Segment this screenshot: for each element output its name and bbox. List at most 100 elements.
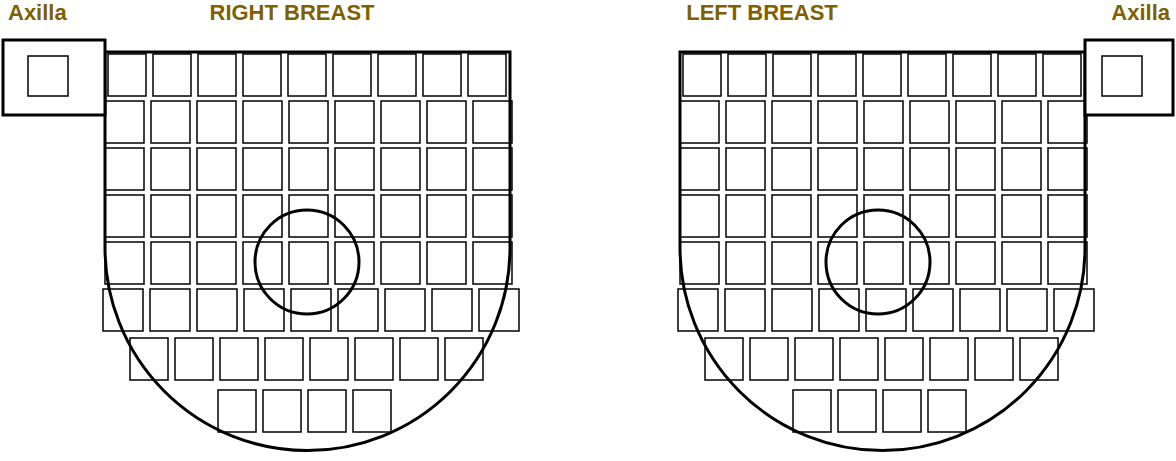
grid-square xyxy=(263,390,301,432)
grid-square xyxy=(726,195,765,237)
grid-square xyxy=(864,195,903,237)
grid-square xyxy=(338,289,378,331)
grid-square xyxy=(308,390,346,432)
grid-square xyxy=(960,289,1000,331)
grid-square xyxy=(818,54,856,96)
grid-square xyxy=(772,242,811,284)
grid-square xyxy=(1002,195,1041,237)
grid-square xyxy=(197,195,236,237)
grid-square xyxy=(151,148,190,190)
grid-square xyxy=(289,148,328,190)
grid-square xyxy=(910,195,949,237)
grid-square xyxy=(1043,54,1081,96)
grid-square xyxy=(427,195,466,237)
grid-square xyxy=(244,289,284,331)
grid-square xyxy=(1002,242,1041,284)
grid-square xyxy=(473,101,512,143)
grid-square xyxy=(381,242,420,284)
grid-square xyxy=(353,390,391,432)
grid-square xyxy=(1002,101,1041,143)
grid-square xyxy=(1102,56,1142,96)
grid-square xyxy=(289,242,328,284)
grid-square xyxy=(750,338,788,380)
grid-square xyxy=(310,338,348,380)
grid-square xyxy=(108,54,146,96)
grid-square xyxy=(105,148,144,190)
grid-square xyxy=(864,148,903,190)
grid-square xyxy=(381,101,420,143)
region-label: RIGHT BREAST xyxy=(210,0,375,26)
grid-square xyxy=(197,289,237,331)
grid-square xyxy=(289,101,328,143)
grid-square xyxy=(680,148,719,190)
grid-square xyxy=(473,148,512,190)
grid-square xyxy=(385,289,425,331)
grid-square xyxy=(818,242,857,284)
grid-square xyxy=(1048,242,1087,284)
grid-square xyxy=(289,195,328,237)
grid-square xyxy=(473,195,512,237)
grid-square xyxy=(1007,289,1047,331)
grid-square xyxy=(975,338,1013,380)
grid-square xyxy=(28,56,68,96)
grid-square xyxy=(378,54,416,96)
axilla-box xyxy=(3,40,105,115)
grid-square xyxy=(335,195,374,237)
grid-square xyxy=(772,289,812,331)
grid-square xyxy=(335,101,374,143)
grid-square xyxy=(105,242,144,284)
grid-square xyxy=(218,390,256,432)
areola-circle xyxy=(255,210,359,314)
grid-square xyxy=(198,54,236,96)
grid-square xyxy=(151,195,190,237)
grid-square xyxy=(1048,195,1087,237)
grid-square xyxy=(772,195,811,237)
grid-square xyxy=(381,195,420,237)
grid-square xyxy=(243,242,282,284)
grid-square xyxy=(840,338,878,380)
grid-square xyxy=(908,54,946,96)
grid-square xyxy=(680,195,719,237)
grid-square xyxy=(930,338,968,380)
grid-square xyxy=(335,148,374,190)
grid-square xyxy=(175,338,213,380)
grid-square xyxy=(243,101,282,143)
grid-square xyxy=(956,101,995,143)
grid-square xyxy=(243,148,282,190)
grid-square xyxy=(683,54,721,96)
grid-square xyxy=(151,242,190,284)
grid-square xyxy=(885,338,923,380)
grid-square xyxy=(956,195,995,237)
grid-square xyxy=(423,54,461,96)
grid-square xyxy=(956,242,995,284)
grid-square xyxy=(910,101,949,143)
grid-square xyxy=(427,242,466,284)
grid-square xyxy=(243,54,281,96)
grid-square xyxy=(795,338,833,380)
breast-outline xyxy=(680,52,1085,451)
grid-square xyxy=(355,338,393,380)
grid-square xyxy=(772,101,811,143)
grid-square xyxy=(956,148,995,190)
region-label: Axilla xyxy=(1111,0,1170,26)
grid-square xyxy=(105,195,144,237)
grid-square xyxy=(910,148,949,190)
grid-square xyxy=(265,338,303,380)
grid-square xyxy=(105,101,144,143)
grid-square xyxy=(883,390,921,432)
grid-square xyxy=(151,101,190,143)
grid-square xyxy=(678,289,718,331)
grid-square xyxy=(863,54,901,96)
grid-square xyxy=(725,289,765,331)
grid-square xyxy=(432,289,472,331)
grid-square xyxy=(381,148,420,190)
grid-square xyxy=(864,242,903,284)
grid-square xyxy=(197,148,236,190)
grid-square xyxy=(773,54,811,96)
grid-square xyxy=(726,148,765,190)
grid-square xyxy=(427,101,466,143)
grid-square xyxy=(1002,148,1041,190)
areola-circle xyxy=(826,210,930,314)
grid-square xyxy=(150,289,190,331)
